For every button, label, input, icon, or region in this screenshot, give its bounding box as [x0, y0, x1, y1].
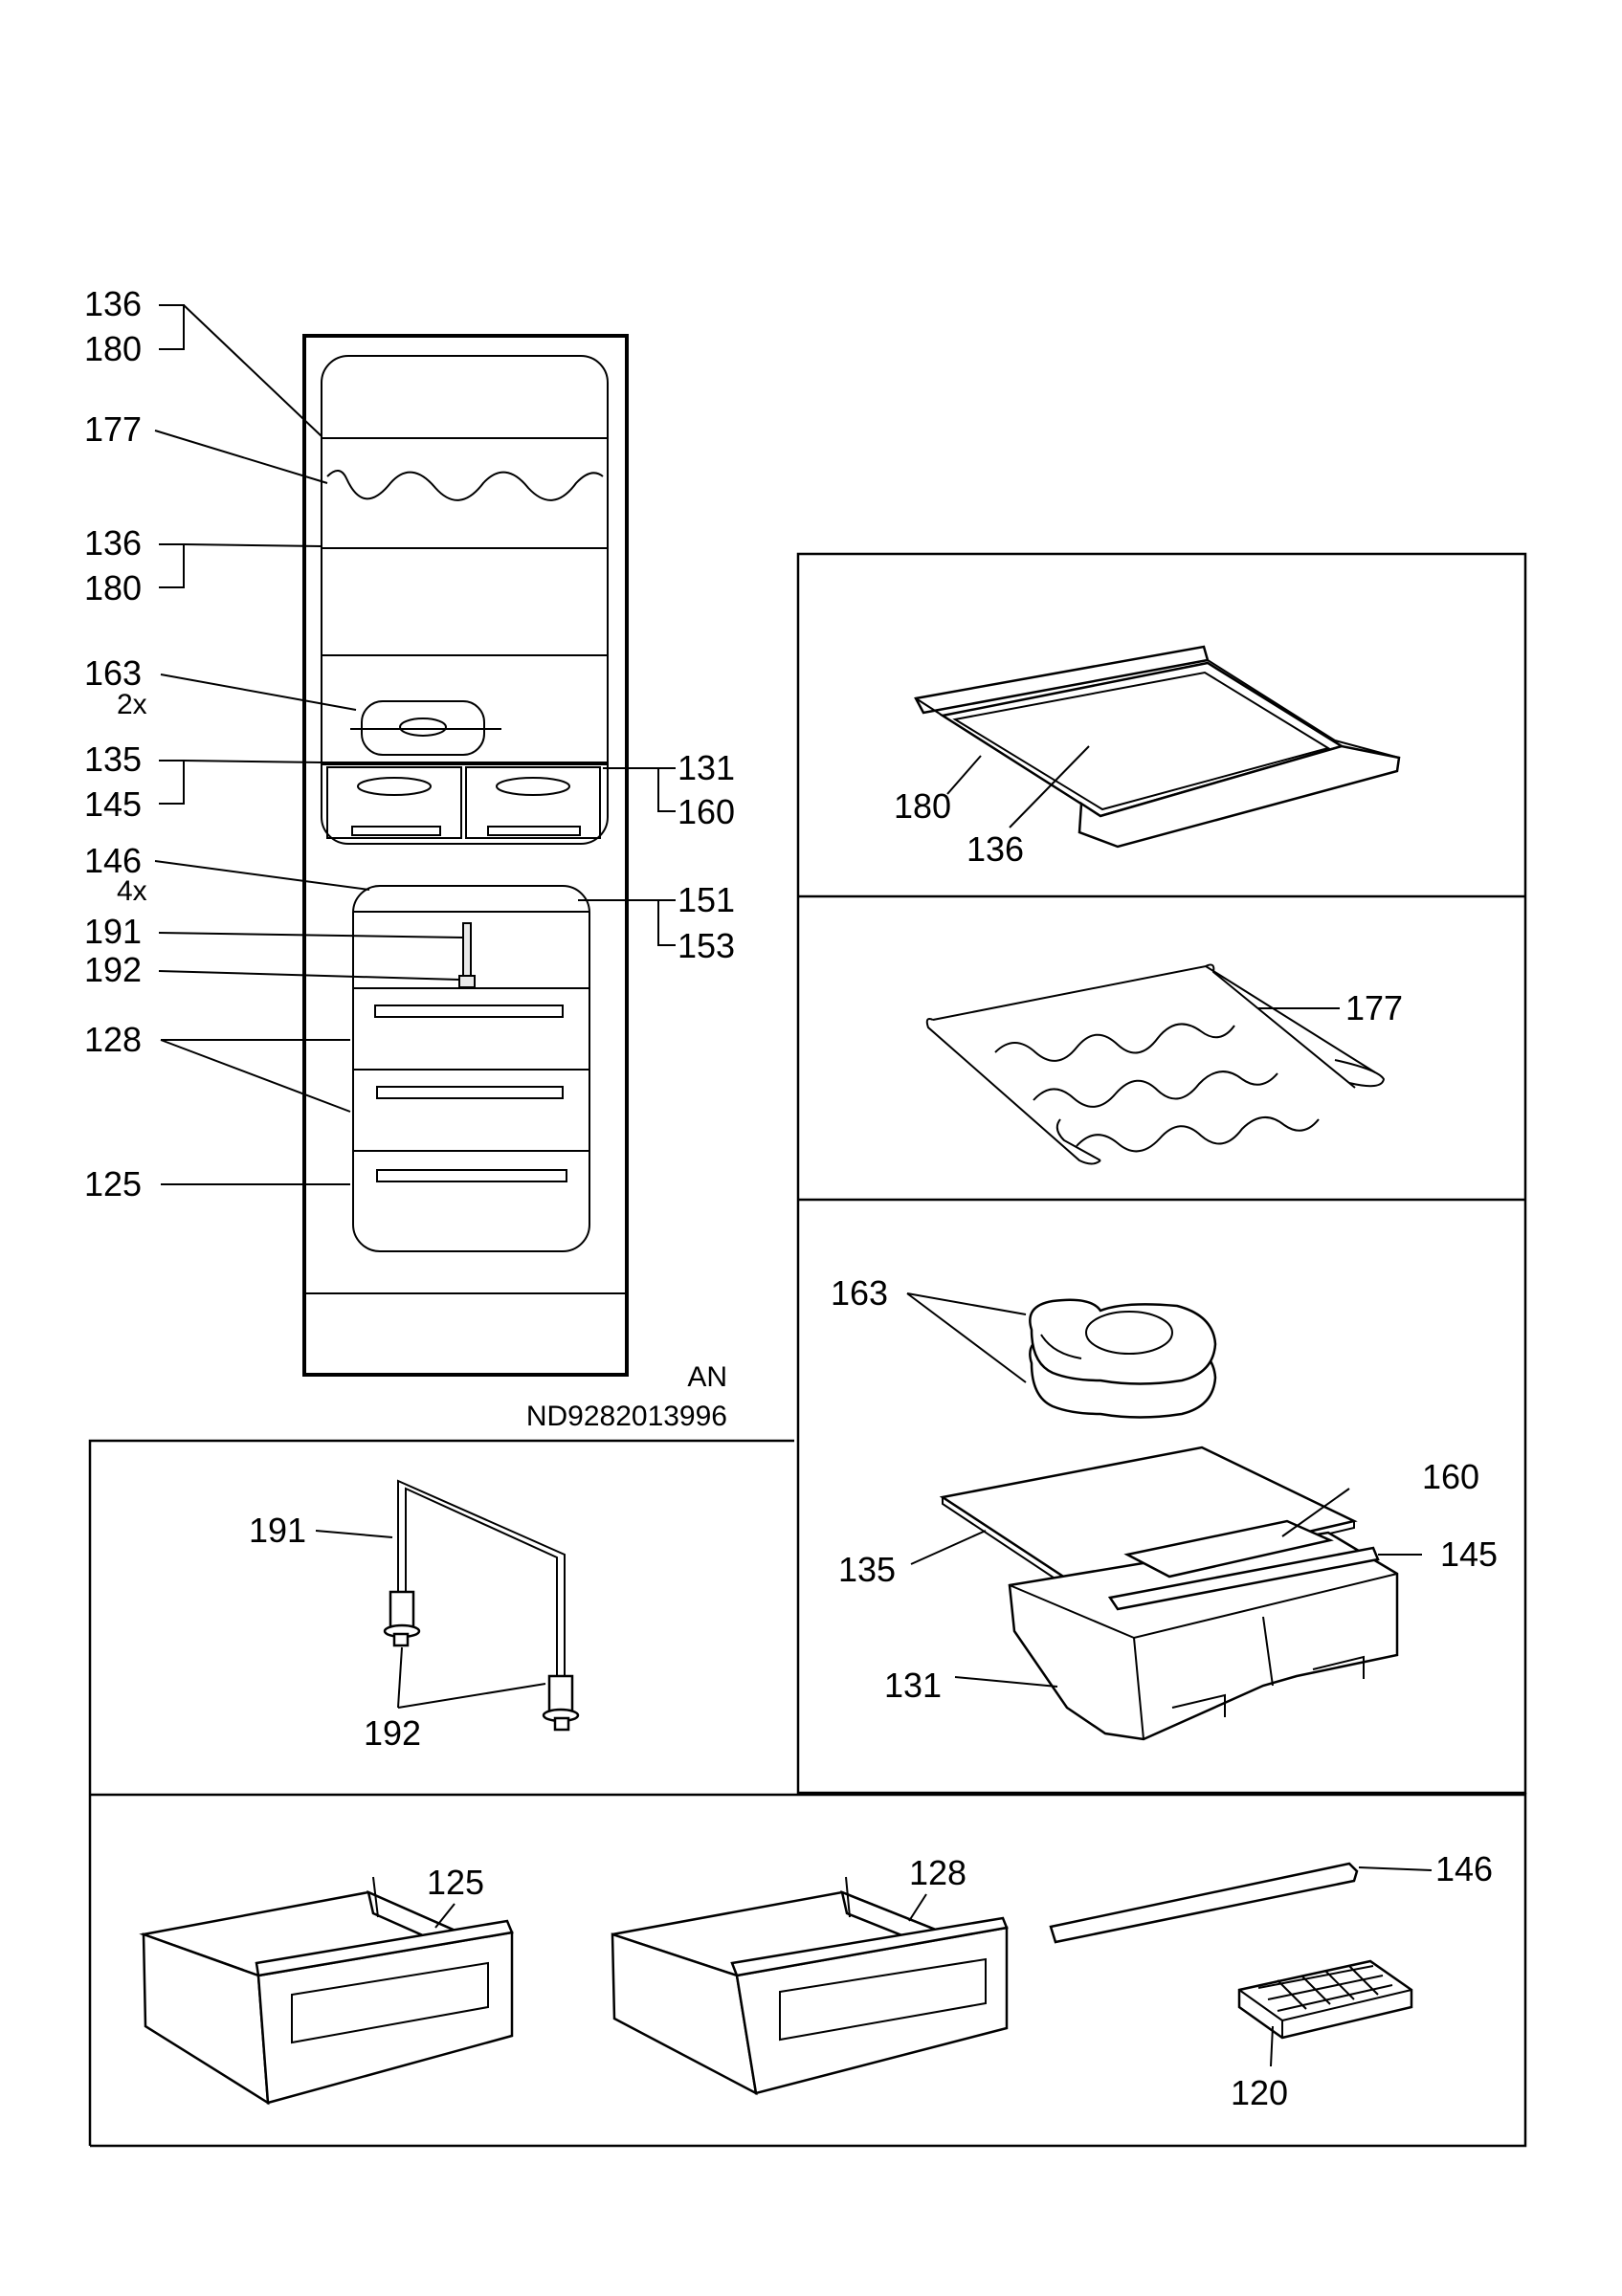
label-135: 135 [84, 740, 142, 779]
rail-label-146: 146 [1435, 1849, 1493, 1888]
drawer-label-125: 125 [427, 1863, 484, 1902]
freezer-drawer-3-handle [376, 1169, 567, 1182]
drawer-label-128: 128 [909, 1853, 967, 1892]
label-192: 192 [84, 950, 142, 989]
label-136-b: 136 [84, 523, 142, 563]
label-163-qty: 2x [117, 689, 147, 720]
egg-tray-upper [1029, 1298, 1217, 1385]
label-145: 145 [84, 784, 142, 824]
egg-tray-well [1085, 1311, 1173, 1355]
crisper-left-slot [351, 826, 441, 836]
divider-label-192: 192 [364, 1713, 421, 1753]
ice-tray-label-120: 120 [1231, 2073, 1288, 2112]
label-177: 177 [84, 409, 142, 449]
label-153: 153 [678, 926, 735, 965]
crisper-right-slot [487, 826, 581, 836]
crisper-slot-cover [1123, 1519, 1334, 1578]
label-180-b: 180 [84, 568, 142, 607]
divider-clip-right [547, 1674, 574, 1714]
freezer-drawer-2-handle [376, 1086, 564, 1099]
label-191: 191 [84, 912, 142, 951]
rail-146 [1049, 1862, 1359, 1944]
right-panel-frame [796, 552, 1527, 1795]
label-125: 125 [84, 1164, 142, 1203]
shelf-label-136: 136 [967, 829, 1024, 869]
fridge-compartment [321, 355, 609, 845]
panel-divider [383, 1479, 580, 1732]
divider-clip-left [389, 1590, 415, 1630]
panel-drawers-labels: 125 128 146 120 [427, 1849, 1493, 2112]
panel-drawers [139, 1862, 1413, 2106]
crisper-label-160: 160 [1422, 1457, 1479, 1496]
panel-glass-shelf [914, 645, 1401, 849]
label-180-a: 180 [84, 329, 142, 368]
shelf-label-180: 180 [894, 786, 951, 826]
panel-glass-shelf-labels: 180 136 [894, 745, 1090, 869]
divider-label-191: 191 [249, 1511, 306, 1550]
overview-labels: 136 180 177 136 180 163 2x 135 145 146 4… [84, 284, 735, 1432]
crisper-label-163: 163 [831, 1273, 888, 1313]
shelf-front-trim [1078, 744, 1401, 849]
label-146-qty: 4x [117, 875, 147, 907]
label-163: 163 [84, 653, 142, 693]
freezer-drawer-1-handle [374, 1004, 564, 1018]
fridge-cabinet-outline [302, 334, 629, 1377]
code-document-id: ND9282013996 [526, 1401, 727, 1432]
fridge-overview [302, 334, 629, 1377]
ice-tray-120 [1237, 1959, 1413, 2040]
divider-clip-overview [458, 975, 476, 988]
rack-label-177: 177 [1345, 988, 1403, 1027]
label-131: 131 [678, 748, 735, 787]
crisper-right [465, 766, 601, 839]
panel-bottle-rack-labels: 177 [1258, 988, 1403, 1027]
crisper-label-135: 135 [838, 1550, 896, 1589]
crisper-label-145: 145 [1440, 1534, 1498, 1574]
crisper-rail [1107, 1546, 1380, 1611]
label-160: 160 [678, 792, 735, 831]
drawer-125 [139, 1876, 514, 2106]
crisper-label-131: 131 [884, 1666, 942, 1705]
crisper-left-handle [357, 777, 432, 796]
panel-divider-labels: 191 192 [249, 1511, 546, 1753]
panel-crisper-labels: 163 160 135 145 131 [831, 1273, 1498, 1705]
panel-bottle-rack [925, 963, 1386, 1165]
egg-tray-handle [399, 718, 447, 737]
label-136-a: 136 [84, 284, 142, 323]
label-151: 151 [678, 880, 735, 919]
bottle-rack-outline [326, 470, 604, 501]
panel-frames [88, 552, 1527, 2148]
code-language: AN [687, 1361, 727, 1393]
label-146: 146 [84, 841, 142, 880]
drawer-128 [611, 1876, 1009, 2096]
panel-crisper-assembly [939, 1298, 1399, 1741]
crisper-left [326, 766, 462, 839]
overview-leader-lines [154, 304, 676, 1185]
crisper-right-handle [496, 777, 570, 796]
label-128: 128 [84, 1020, 142, 1059]
